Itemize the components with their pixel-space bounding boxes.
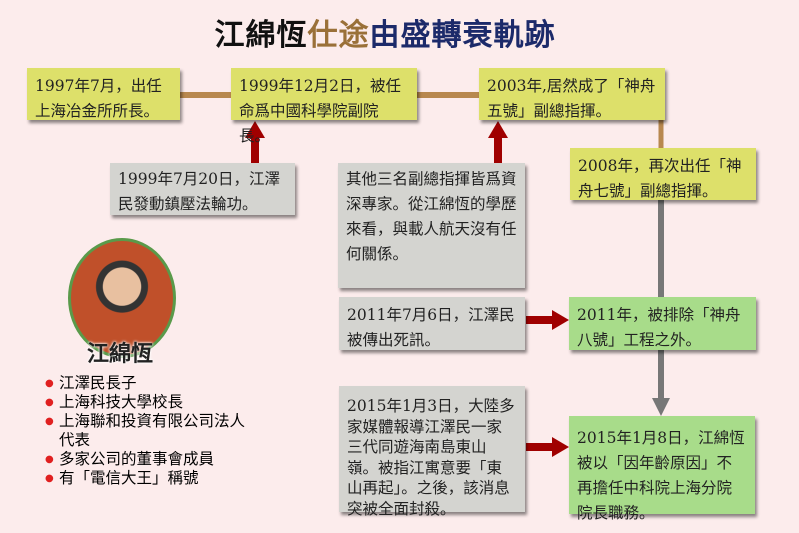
title-part: 衰軌跡 xyxy=(462,18,556,53)
timeline-box-2003: 2003年,居然成了「神舟五號」副總指揮。 xyxy=(479,68,665,120)
fact-item: 上海科技大學校長 xyxy=(45,393,249,412)
arrow-up-icon xyxy=(494,136,502,164)
title-part: 仕途 xyxy=(307,18,370,53)
portrait-photo xyxy=(68,238,176,358)
context-box-2015: 2015年1月3日，大陸多家媒體報導江澤民一家三代同遊海南島東山嶺。被指江寓意要… xyxy=(339,386,525,518)
fact-item: 多家公司的董事會成員 xyxy=(45,450,249,469)
timeline-box-2008: 2008年，再次出任「神舟七號」副總指揮。 xyxy=(570,148,756,200)
context-box-2011: 2011年7月6日，江澤民被傳出死訊。 xyxy=(339,297,525,350)
profile-name: 江綿恆 xyxy=(86,341,153,367)
arrow-up-icon xyxy=(251,136,259,164)
timeline-box-1997: 1997年7月，出任上海冶金所所長。 xyxy=(27,68,180,120)
context-box-1999: 1999年7月20日，江澤民發動鎮壓法輪功。 xyxy=(110,163,295,215)
profile-facts: 江澤民長子 上海科技大學校長 上海聯和投資有限公司法人代表 多家公司的董事會成員… xyxy=(45,374,249,488)
arrow-down-icon xyxy=(652,398,670,416)
fact-item: 上海聯和投資有限公司法人代表 xyxy=(45,412,249,450)
timeline-box-2015: 2015年1月8日，江綿恆被以「因年齡原因」不再擔任中科院上海分院院長職務。 xyxy=(569,416,755,522)
title-part: 由盛轉 xyxy=(369,18,463,53)
timeline-box-1999: 1999年12月2日，被任命爲中國科學院副院長。 xyxy=(231,68,417,145)
fact-item: 江澤民長子 xyxy=(45,374,249,393)
timeline-box-2011: 2011年，被排除「神舟八號」工程之外。 xyxy=(569,297,756,350)
context-box-2003: 其他三名副總指揮皆爲資深專家。從江綿恆的學歷來看，與載人航天沒有任何關係。 xyxy=(338,163,525,288)
arrow-right-icon xyxy=(526,316,554,324)
fact-item: 有「電信大王」稱號 xyxy=(45,469,249,488)
arrow-right-icon xyxy=(526,443,554,451)
title-part: 江綿恆 xyxy=(214,18,308,53)
page-title: 江綿恆仕途由盛轉衰軌跡 xyxy=(0,10,770,54)
